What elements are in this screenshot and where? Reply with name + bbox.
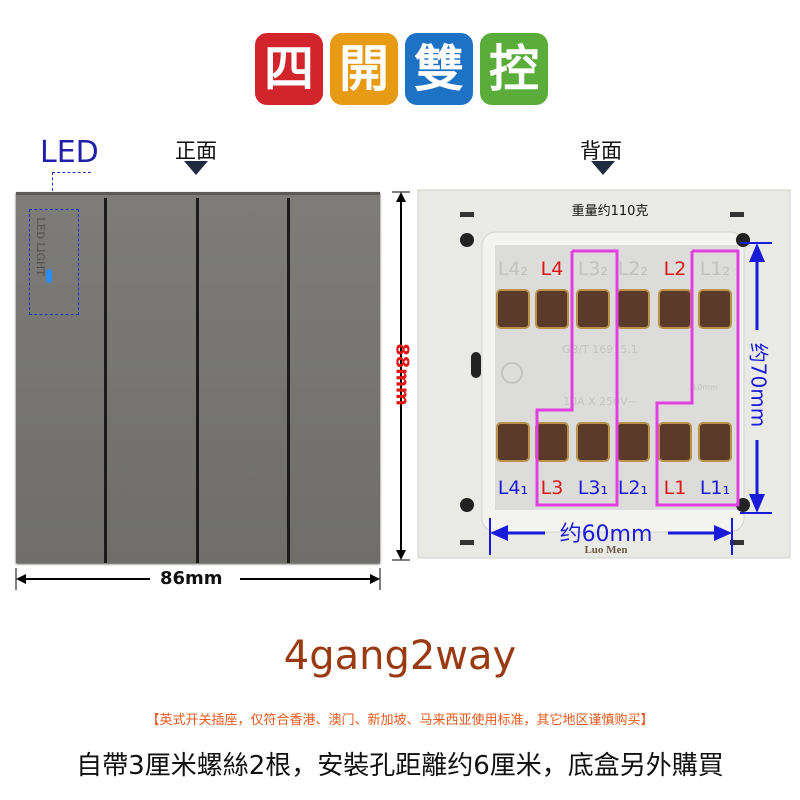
led-highlight-box: [29, 209, 79, 315]
front-width-label: 86mm: [160, 568, 223, 589]
key-divider: [287, 198, 290, 563]
terminal-label: L4₁: [498, 477, 528, 499]
brand-mark: Luo Men: [584, 544, 627, 556]
model-name: 4gang2way: [283, 633, 517, 679]
led-panel-text: LED LIGHT: [34, 217, 45, 277]
terminal-screw-bottom: [616, 422, 650, 462]
title-char-2: 開: [330, 33, 398, 105]
l3-group-outline: [535, 249, 619, 507]
title-char-1: 四: [255, 33, 323, 105]
terminal-label: L3: [541, 477, 564, 499]
terminal-screw-top: [658, 289, 692, 329]
key-divider: [196, 198, 199, 563]
title-char-4: 控: [480, 33, 548, 105]
weight-label: 重量约110克: [572, 203, 649, 219]
terminal-label: L2₁: [618, 477, 648, 499]
led-leader-line: [52, 172, 91, 191]
terminal-screw-bottom: [658, 422, 692, 462]
led-label: LED: [40, 135, 99, 170]
terminal-screw-top: [576, 289, 610, 329]
terminal-label: L1₂: [700, 258, 730, 280]
key-divider: [104, 198, 107, 563]
l1-group-outline: [655, 249, 740, 507]
terminal-label: L2: [664, 258, 687, 280]
terminal-label: L3₂: [578, 258, 608, 280]
terminal-screw-top: [616, 289, 650, 329]
ccc-mark-icon: [501, 362, 523, 384]
terminal-label: L3₁: [578, 477, 608, 499]
terminal-screw-bottom: [576, 422, 610, 462]
terminal-screw-bottom: [698, 422, 732, 462]
terminal-screw-top: [496, 289, 530, 329]
terminal-screw-bottom: [535, 422, 569, 462]
front-arrow-icon: [184, 161, 208, 175]
terminal-label: L1: [664, 477, 687, 499]
front-caption: 正面: [175, 139, 217, 163]
back-width-label: 约60mm: [560, 522, 653, 547]
terminal-label: L1₁: [700, 477, 730, 499]
back-height-label: 约70mm: [747, 343, 771, 427]
terminal-label: L4₂: [498, 258, 528, 280]
package-description: 自帶3厘米螺絲2根，安裝孔距離约6厘米，底盒另外購買: [76, 751, 724, 781]
switch-front-panel: LED LIGHT: [16, 192, 380, 563]
strip-length-mark: 10mm: [692, 383, 718, 392]
back-arrow-icon: [591, 161, 615, 175]
title-char-3: 雙: [405, 33, 473, 105]
led-indicator: [46, 269, 52, 283]
rating-mark: 10A X 250V~: [563, 395, 637, 408]
terminal-label: L4: [541, 258, 564, 280]
region-notice: 【英式开关插座，仅符合香港、澳门、新加坡、马来西亚使用标准，其它地区谨慎购买】: [146, 713, 654, 728]
terminal-screw-top: [698, 289, 732, 329]
terminal-screw-top: [535, 289, 569, 329]
back-caption: 背面: [580, 139, 622, 163]
standard-mark: GB/T 16915.1: [562, 343, 637, 356]
terminal-screw-bottom: [496, 422, 530, 462]
terminal-label: L2₂: [618, 258, 648, 280]
